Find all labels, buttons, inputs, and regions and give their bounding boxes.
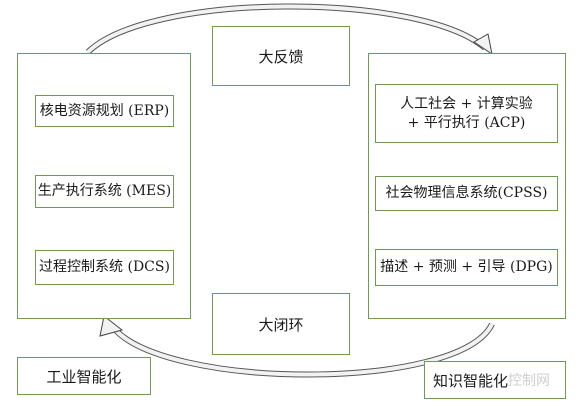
cpss-box: 社会物理信息系统(CPSS) (375, 176, 558, 211)
knowledge-intelligence-caption: 知识智能化 控制网 (424, 361, 566, 399)
acp-line2: + 平行执行 (ACP) (407, 114, 526, 131)
industrial-intelligence-text: 工业智能化 (46, 367, 122, 386)
cpss-label: 社会物理信息系统(CPSS) (385, 185, 548, 202)
knowledge-intelligence-text: 知识智能化 (433, 371, 509, 390)
dpg-label: 描述 + 预测 + 引导 (DPG) (380, 259, 553, 276)
watermark-text: 控制网 (508, 373, 551, 389)
erp-box: 核电资源规划 (ERP) (35, 95, 174, 127)
closed-loop-arrowhead (99, 315, 124, 337)
closed-loop-label: 大闭环 (258, 315, 304, 334)
acp-line1: 人工社会 + 计算实验 (400, 95, 533, 112)
closed-loop-label-box: 大闭环 (212, 293, 350, 355)
dcs-box: 过程控制系统 (DCS) (35, 250, 174, 285)
feedback-label: 大反馈 (258, 47, 304, 66)
acp-box: 人工社会 + 计算实验 + 平行执行 (ACP) (375, 84, 558, 143)
mes-box: 生产执行系统 (MES) (35, 175, 174, 208)
mes-label: 生产执行系统 (MES) (37, 183, 172, 200)
feedback-label-box: 大反馈 (212, 26, 350, 86)
industrial-intelligence-caption: 工业智能化 (17, 357, 151, 395)
dpg-box: 描述 + 预测 + 引导 (DPG) (375, 249, 558, 286)
erp-label: 核电资源规划 (ERP) (39, 102, 170, 119)
feedback-arrowhead (473, 33, 493, 56)
dcs-label: 过程控制系统 (DCS) (39, 259, 170, 276)
